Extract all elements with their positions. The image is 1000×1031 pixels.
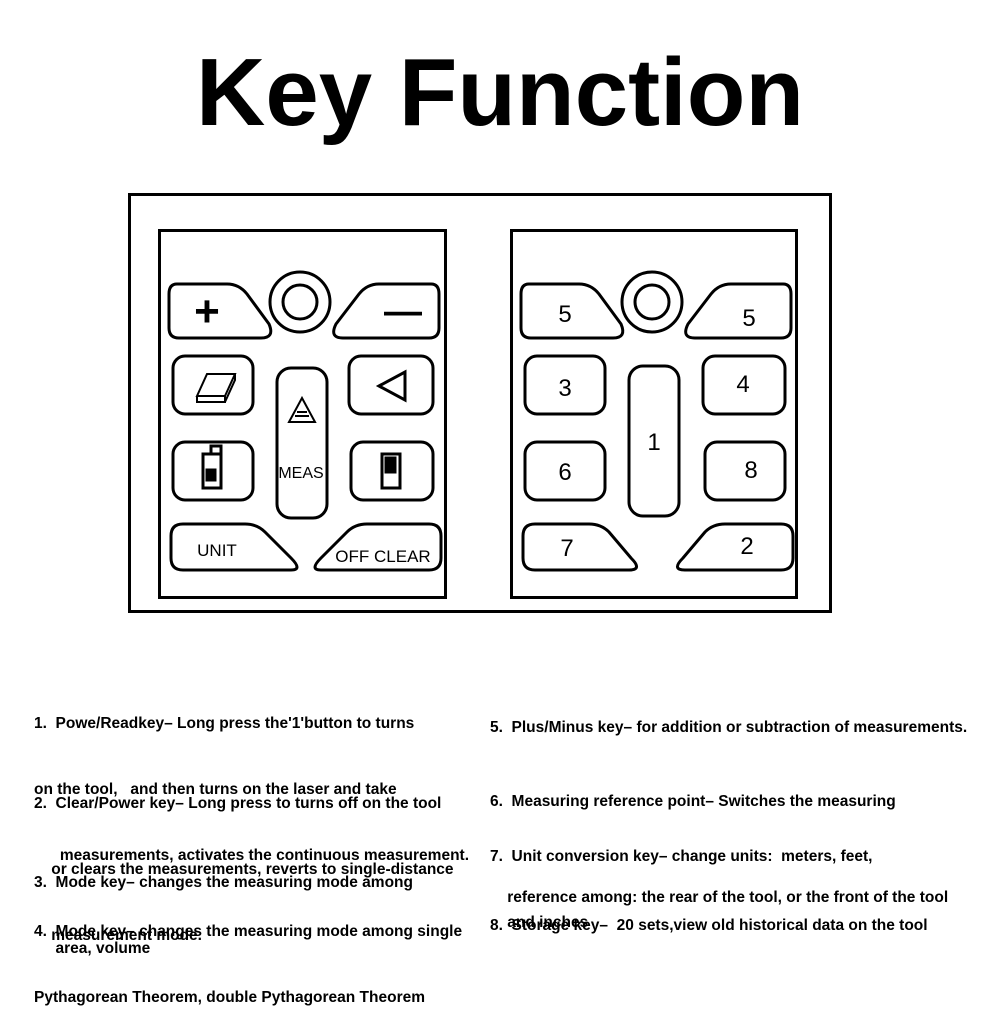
power-icon [281,283,319,321]
off-clear-label: OFF CLEAR [335,547,430,566]
desc-line: reference among: the rear of the tool, o… [490,889,949,906]
key-5-right-label: 5 [742,305,755,332]
desc-line: 8. Storage key– 20 sets,view old histori… [490,917,928,934]
power-key[interactable] [268,270,332,334]
key-4[interactable] [701,354,787,416]
key-6[interactable] [523,440,607,502]
unit-key[interactable] [169,522,299,572]
desc-line: 4. Mode key– changes the measuring mode … [34,923,463,940]
front-measure-icon [380,452,402,490]
eraser-icon [195,373,237,403]
key-7-label: 7 [560,535,573,562]
key-3[interactable] [523,354,607,416]
desc-line: Pythagorean Theorem, double Pythagorean … [34,989,426,1006]
keypad-icons-svg: + — MEAS UNIT OFF CL [167,270,443,572]
off-clear-key[interactable] [313,522,443,572]
minus-key[interactable] [332,282,441,340]
key-8-label: 8 [744,457,757,484]
meas-key[interactable] [275,366,329,520]
desc-item-4: 4. Mode key– changes the measuring mode … [34,877,462,1031]
keypad-icons-panel: + — MEAS UNIT OFF CL [158,229,447,599]
key-8[interactable] [703,440,787,502]
key-4-label: 4 [736,371,749,398]
desc-line: area, volume [34,940,151,957]
desc-item-5: 5. Plus/Minus key– for addition or subtr… [490,673,967,761]
key-6-label: 6 [558,459,571,486]
plus-key[interactable] [167,282,273,340]
desc-line: 5. Plus/Minus key– for addition or subtr… [490,719,968,736]
desc-line: 2. Clear/Power key– Long press to turns … [34,795,442,812]
keypad-numbers-svg: 5 5 3 4 1 6 8 7 2 [519,270,795,572]
desc-item-8: 8. Storage key– 20 sets,view old histori… [490,871,928,959]
desc-line: measurements, activates the continuous m… [34,847,470,864]
key-7[interactable] [521,522,638,572]
key-2[interactable] [676,522,795,572]
page-title: Key Function [195,39,804,146]
key-5-right[interactable] [684,282,793,340]
keypad-numbers-panel: 5 5 3 4 1 6 8 7 2 [510,229,798,599]
desc-line: and inches [490,914,589,931]
key-circle-inner [633,283,671,321]
key-5-left-label: 5 [558,301,571,328]
key-3-label: 3 [558,375,571,402]
reference-rear-key[interactable] [349,440,435,502]
laser-icon [287,395,317,423]
desc-item-6: 6. Measuring reference point– Switches t… [490,722,948,946]
key-5-left[interactable] [519,282,625,340]
clear-key[interactable] [171,354,255,416]
desc-line: 1. Powe/Readkey– Long press the'1'button… [34,715,415,732]
minus-symbol: — [384,291,422,333]
desc-item-2: 2. Clear/Power key– Long press to turns … [34,749,454,969]
key-2-label: 2 [740,533,753,560]
key-1-label: 1 [647,429,660,456]
desc-line: on the tool, and then turns on the laser… [34,781,397,798]
reference-front-key[interactable] [347,354,435,416]
desc-line: 3. Mode key– changes the measuring mode … [34,874,413,891]
key-circle[interactable] [620,270,684,334]
desc-line: measurement mode. [34,927,202,944]
reference-point-icon [375,369,407,403]
desc-line: 7. Unit conversion key– change units: me… [490,848,873,865]
desc-line: or clears the measurements, reverts to s… [34,861,454,878]
rear-measure-icon [201,444,223,490]
desc-line: 6. Measuring reference point– Switches t… [490,793,896,810]
plus-symbol: + [194,287,220,336]
desc-item-7: 7. Unit conversion key– change units: me… [490,802,872,956]
meas-label: MEAS [278,465,323,482]
desc-item-1: 1. Powe/Readkey– Long press the'1'button… [34,669,469,889]
desc-item-3: 3. Mode key– changes the measuring mode … [34,828,413,982]
key-1[interactable] [627,364,681,518]
mode-key-left[interactable] [171,440,255,502]
unit-label: UNIT [197,541,237,560]
keypad-frame [128,193,832,613]
